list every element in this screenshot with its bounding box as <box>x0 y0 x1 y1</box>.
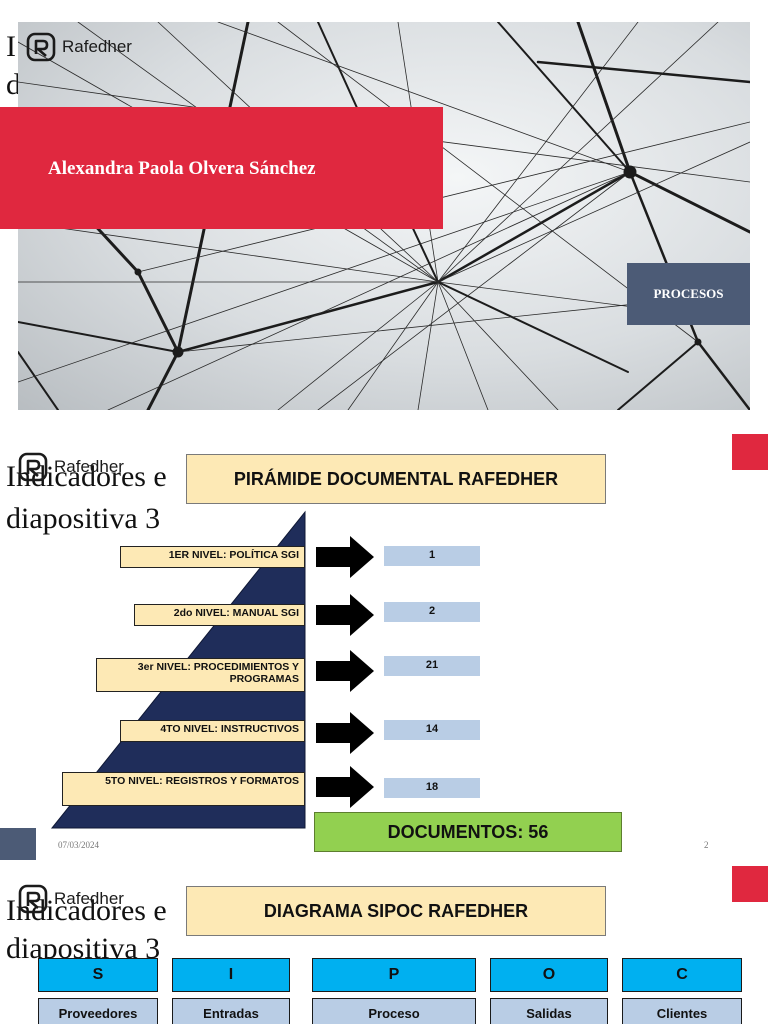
level-2-label: 2do NIVEL: MANUAL SGI <box>134 604 305 626</box>
right-arrow-icon <box>316 712 374 754</box>
sipoc-header: Clientes <box>622 998 742 1024</box>
network-lines-graphic <box>18 22 750 410</box>
right-arrow-icon <box>316 766 374 808</box>
author-name: Alexandra Paola Olvera Sánchez <box>48 158 316 179</box>
brand-name: Rafedher <box>62 37 132 56</box>
sipoc-letter: S <box>38 958 158 992</box>
level-1-count: 1 <box>384 546 480 566</box>
level-4-label: 4TO NIVEL: INSTRUCTIVOS <box>120 720 305 742</box>
sipoc-header: Proceso <box>312 998 476 1024</box>
sipoc-letter: C <box>622 958 742 992</box>
level-3-count: 21 <box>384 656 480 676</box>
overlapping-text-line-2: diapositiva 3 <box>6 502 161 535</box>
sipoc-column-customers: C Clientes <box>622 958 742 1024</box>
pyramid-slide: Indicadores e diapositiva 3 Rafedher PIR… <box>0 428 768 860</box>
cover-slide: I d <box>0 0 768 420</box>
level-2-count: 2 <box>384 602 480 622</box>
overlapping-text-line-1: I <box>6 30 16 63</box>
rafedher-logo-icon <box>18 452 48 482</box>
sipoc-slide: Indicadores e diapositiva 3 Rafedher DIA… <box>0 862 768 1024</box>
blue-accent-block <box>0 828 36 860</box>
section-box: PROCESOS <box>627 263 750 325</box>
sipoc-header: Entradas <box>172 998 290 1024</box>
section-label: PROCESOS <box>653 286 724 301</box>
red-accent-block <box>732 866 768 902</box>
sipoc-header: Salidas <box>490 998 608 1024</box>
right-arrow-icon <box>316 594 374 636</box>
slide-number: 2 <box>704 840 709 850</box>
red-accent-block <box>732 434 768 470</box>
level-3-label: 3er NIVEL: PROCEDIMIENTOS Y PROGRAMAS <box>96 658 305 692</box>
brand-logo: Rafedher <box>18 884 124 914</box>
sipoc-column-process: P Proceso <box>312 958 476 1024</box>
brand-logo: Rafedher <box>18 452 124 482</box>
slide-date: 07/03/2024 <box>58 840 100 850</box>
sipoc-header: Proveedores <box>38 998 158 1024</box>
right-arrow-icon <box>316 536 374 578</box>
sipoc-letter: P <box>312 958 476 992</box>
sipoc-letter: O <box>490 958 608 992</box>
brand-name: Rafedher <box>54 889 124 908</box>
level-5-label: 5TO NIVEL: REGISTROS Y FORMATOS <box>62 772 305 806</box>
pyramid-title: PIRÁMIDE DOCUMENTAL RAFEDHER <box>186 454 606 504</box>
rafedher-logo-icon <box>26 32 56 62</box>
brand-logo: Rafedher <box>26 32 132 62</box>
author-band <box>0 107 443 229</box>
sipoc-column-outputs: O Salidas <box>490 958 608 1024</box>
sipoc-title: DIAGRAMA SIPOC RAFEDHER <box>186 886 606 936</box>
total-documents: DOCUMENTOS: 56 <box>314 812 622 852</box>
overlapping-text-line-1: Indicadores e <box>6 460 167 493</box>
level-4-count: 14 <box>384 720 480 740</box>
right-arrow-icon <box>316 650 374 692</box>
level-1-label: 1ER NIVEL: POLÍTICA SGI <box>120 546 305 568</box>
level-5-count: 18 <box>384 778 480 798</box>
sipoc-letter: I <box>172 958 290 992</box>
rafedher-logo-icon <box>18 884 48 914</box>
sipoc-column-inputs: I Entradas <box>172 958 290 1024</box>
overlapping-text-line-2: d <box>6 68 21 101</box>
sipoc-column-suppliers: S Proveedores <box>38 958 158 1024</box>
brand-name: Rafedher <box>54 457 124 476</box>
overlapping-text-line-1: Indicadores e <box>6 894 167 927</box>
